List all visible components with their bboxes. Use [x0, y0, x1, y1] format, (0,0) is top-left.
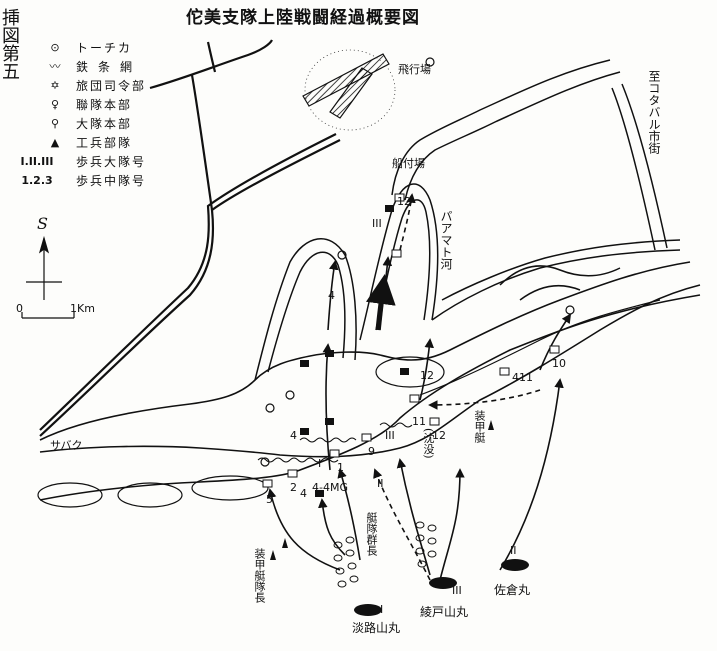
tochka-icon: ⊙ [50, 40, 60, 54]
sunk-label: (沈没) [422, 428, 435, 459]
legend-item: ♀ 聯隊本部 [40, 95, 132, 113]
airfield-label: 飛行場 [398, 63, 431, 76]
ship-label: 佐倉丸 [494, 583, 531, 597]
main-thrust-arrow [365, 274, 396, 331]
map-title: 佗美支隊上陸戦闘経過概要図 [186, 8, 420, 28]
company-label: 1 [337, 461, 344, 474]
legend-item: ▲ 工兵部隊 [40, 133, 132, 151]
compass-label: S [37, 214, 48, 233]
company-label: 411 [512, 371, 533, 384]
legend-label: 大隊本部 [76, 116, 133, 131]
scale-bar [21, 312, 75, 319]
mg-label: 4-4MG [312, 481, 348, 494]
legend-label: 歩兵大隊号 [76, 154, 147, 169]
scale-start: 0 [16, 302, 23, 315]
armored-boat-label: 装甲艇 [473, 410, 486, 443]
transport-ships [270, 420, 529, 616]
scale-end: 1Km [70, 302, 95, 315]
company-label: 4 [300, 487, 307, 500]
landing-boats [333, 521, 437, 588]
armored-boat-leader-label: 装甲艇隊長 [253, 548, 266, 603]
legend-item: I.II.III 歩兵大隊号 [4, 152, 146, 170]
battalion-hq-icon: ⚲ [50, 116, 60, 130]
ship-label: 淡路山丸 [352, 621, 401, 635]
legend-item: 〰 鉄条網 [40, 57, 142, 75]
battalion-label: II [377, 477, 384, 490]
river-channels [254, 59, 681, 381]
engineer-symbols [300, 205, 409, 497]
battalion-label: II [510, 544, 517, 557]
armored-boat-icon [282, 538, 288, 548]
legend-item: ⚲ 大隊本部 [40, 114, 132, 132]
company-label: 9 [368, 445, 375, 458]
brigade-hq-icon: ✡ [50, 78, 60, 92]
ship-label: 綾戸山丸 [420, 605, 469, 619]
company-label: 4 [290, 429, 297, 442]
battalion-label: I [318, 457, 322, 470]
armored-boat-icon [270, 550, 276, 560]
legend-label: 旅団司令部 [76, 78, 147, 93]
company-label: 10 [552, 357, 566, 370]
legend-item: ⊙ トーチカ [40, 38, 132, 56]
legend-label: 歩兵中隊号 [76, 173, 147, 188]
sabak-label: サバク [50, 439, 83, 452]
airfield [302, 49, 396, 131]
infantry-battalion-number: I.II.III [20, 154, 54, 168]
legend-label: 聯隊本部 [76, 97, 133, 112]
legend-label: トーチカ [76, 40, 133, 55]
road-to-city [611, 83, 668, 251]
company-label: 4 [328, 289, 335, 302]
boat-group-leader-label: 艇隊群長 [365, 512, 378, 556]
battalion-label: III [452, 584, 462, 597]
ship-awaji [354, 604, 382, 616]
barbed-wire [257, 422, 413, 463]
ship-sakura [501, 559, 529, 571]
figure-label: 挿図第五 [0, 8, 20, 80]
roads [39, 39, 341, 437]
infantry-company-number: 1.2.3 [21, 173, 53, 187]
company-label: 12 [420, 369, 434, 382]
dashed-arrows [373, 193, 541, 581]
river-label: パアマト河 [439, 210, 453, 270]
engineer-unit-icon: ▲ [50, 135, 60, 149]
unit-flags [262, 193, 560, 488]
barbed-wire-icon: 〰 [49, 60, 61, 73]
sandbars [37, 299, 661, 508]
legend-label: 工兵部隊 [76, 135, 133, 150]
company-label: 12 [432, 429, 446, 442]
company-label: 2 [290, 481, 297, 494]
legend-item: ✡ 旅団司令部 [40, 76, 146, 94]
legend-item: 1.2.3 歩兵中隊号 [4, 171, 146, 189]
battalion-label: I [380, 603, 384, 616]
battalion-label: III [385, 429, 395, 442]
ship-ayatosan [429, 577, 457, 589]
battalion-label: III [372, 217, 382, 230]
compass [26, 235, 62, 300]
company-label: 12 [397, 195, 411, 208]
to-city-label: 至コタバル市街 [647, 70, 661, 154]
regiment-hq-icon: ♀ [50, 97, 60, 111]
armored-boat-icon [488, 420, 494, 430]
ferry-label: 船付場 [392, 157, 425, 170]
company-label: 11 [412, 415, 426, 428]
legend-label: 鉄条網 [76, 59, 143, 74]
company-label: 5 [266, 493, 273, 506]
